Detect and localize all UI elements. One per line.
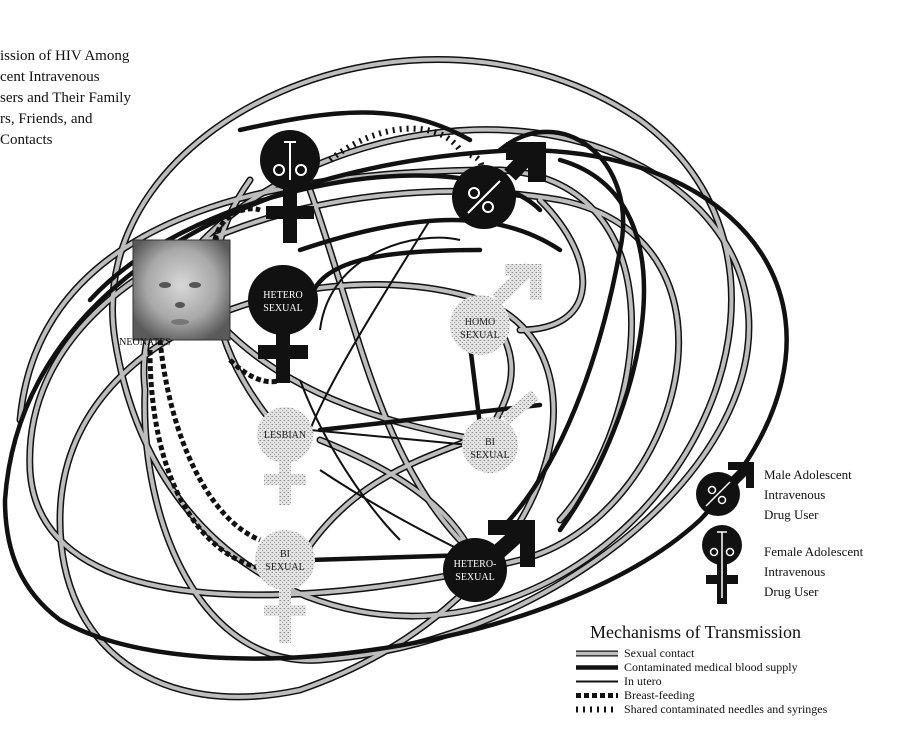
blood-supply-swatch bbox=[574, 661, 620, 674]
title-line-3: sers and Their Family bbox=[0, 88, 200, 109]
sexual-contact-links bbox=[20, 60, 749, 697]
legend-item-in-utero: In utero bbox=[574, 675, 662, 688]
male-key-line-2: Intravenous bbox=[764, 485, 852, 505]
legend-item-blood-supply: Contaminated medical blood supply bbox=[574, 661, 798, 674]
male-key-line-1: Male Adolescent bbox=[764, 465, 852, 485]
female-key-line-2: Intravenous bbox=[764, 562, 863, 582]
legend-label-in-utero: In utero bbox=[624, 674, 662, 689]
female-ivdu-key-icon bbox=[702, 525, 742, 604]
legend-label-breast-feeding: Breast-feeding bbox=[624, 688, 695, 703]
lesbian-label: LESBIAN bbox=[264, 430, 306, 441]
male-key-line-3: Drug User bbox=[764, 505, 852, 525]
legend-label-sexual-contact: Sexual contact bbox=[624, 646, 694, 661]
bi-lower-label-2: SEXUAL bbox=[265, 562, 304, 573]
bi-lower-node: BI SEXUAL bbox=[255, 530, 315, 643]
in-utero-links bbox=[300, 220, 470, 555]
male-ivdu-key-label: Male Adolescent Intravenous Drug User bbox=[764, 465, 852, 525]
legend-label-blood-supply: Contaminated medical blood supply bbox=[624, 660, 798, 675]
homo-label-2: SEXUAL bbox=[460, 330, 499, 341]
title-line-2: cent Intravenous bbox=[0, 67, 200, 88]
hetero-male-label-1: HETERO- bbox=[454, 559, 497, 570]
title-line-4: rs, Friends, and bbox=[0, 109, 200, 130]
female-key-line-3: Drug User bbox=[764, 582, 863, 602]
breast-feeding-swatch bbox=[574, 689, 620, 702]
legend-item-breast-feeding: Breast-feeding bbox=[574, 689, 695, 702]
lesbian-node: LESBIAN bbox=[257, 407, 313, 505]
hetero-female-node: HETERO SEXUAL bbox=[248, 265, 318, 383]
male-ivdu-key-icon bbox=[696, 462, 754, 516]
homo-label-1: HOMO bbox=[465, 317, 496, 328]
homo-node: HOMO SEXUAL bbox=[450, 264, 542, 355]
legend-item-needles: Shared contaminated needles and syringes bbox=[574, 703, 827, 716]
title-line-1: ission of HIV Among bbox=[0, 46, 200, 67]
needles-swatch bbox=[574, 703, 620, 716]
hetero-female-label-1: HETERO bbox=[263, 290, 302, 301]
title-line-5: Contacts bbox=[0, 130, 200, 151]
female-key-line-1: Female Adolescent bbox=[764, 542, 863, 562]
bi-right-label-1: BI bbox=[485, 437, 495, 448]
legend-item-sexual-contact: Sexual contact bbox=[574, 647, 694, 660]
legend-label-needles: Shared contaminated needles and syringes bbox=[624, 702, 827, 717]
sexual-contact-swatch bbox=[574, 647, 620, 660]
bi-right-label-2: SEXUAL bbox=[470, 450, 509, 461]
neonates-node: NEONATES bbox=[119, 240, 230, 348]
hetero-female-label-2: SEXUAL bbox=[263, 303, 302, 314]
in-utero-swatch bbox=[574, 675, 620, 688]
bi-lower-label-1: BI bbox=[280, 549, 290, 560]
hetero-male-label-2: SEXUAL bbox=[455, 572, 494, 583]
female-ivdu-key-label: Female Adolescent Intravenous Drug User bbox=[764, 542, 863, 602]
neonates-label: NEONATES bbox=[119, 337, 171, 348]
legend-title: Mechanisms of Transmission bbox=[590, 622, 801, 643]
diagram-title: ission of HIV Among cent Intravenous ser… bbox=[0, 46, 200, 151]
